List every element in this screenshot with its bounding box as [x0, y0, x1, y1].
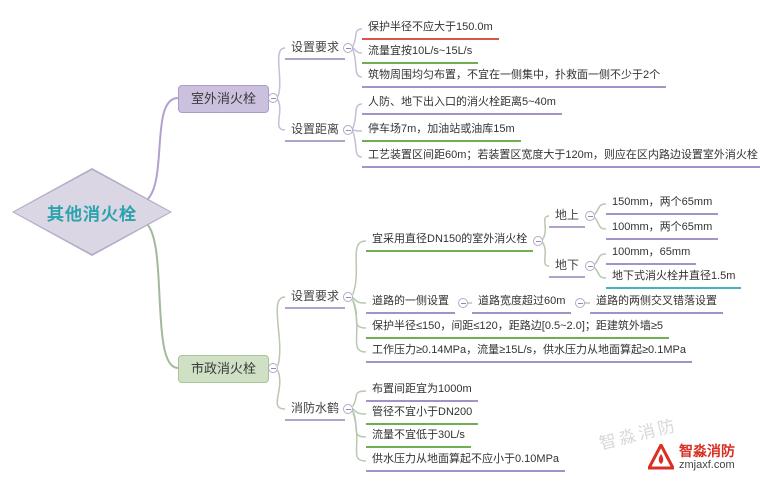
outdoor-dist-item[interactable]: 停车场7m，加油站或油库15m [362, 122, 521, 142]
above-ground-item[interactable]: 150mm，两个65mm [606, 195, 719, 215]
outdoor-req-item[interactable]: 流量宜按10L/s~15L/s [362, 44, 479, 64]
root-topic[interactable]: 其他消火栓 [12, 168, 172, 256]
brand-site: zmjaxf.com [679, 459, 735, 472]
below-ground-item[interactable]: 100mm，65mm [606, 245, 697, 265]
collapse-icon[interactable] [343, 125, 353, 135]
collapse-icon[interactable] [458, 298, 468, 308]
collapse-icon[interactable] [268, 93, 278, 103]
brand-watermark: 智淼消防 zmjaxf.com [648, 443, 735, 472]
brand-logo-icon [648, 444, 674, 470]
municipal-radius-node[interactable]: 保护半径≤150，间距≤120，距路边[0.5~2.0]；距建筑外墙≥5 [366, 319, 670, 339]
collapse-icon[interactable] [268, 363, 278, 373]
outdoor-dist-item[interactable]: 工艺装置区间距60m；若装置区宽度大于120m，则应在区内路边设置室外消火栓 [362, 148, 760, 168]
collapse-icon[interactable] [343, 43, 353, 53]
brand-name: 智淼消防 [679, 443, 735, 459]
outdoor-dist-item[interactable]: 人防、地下出入口的消火栓距离5~40m [362, 95, 562, 115]
root-topic-shape: 其他消火栓 [14, 170, 170, 254]
road-side-node[interactable]: 道路的一侧设置 [366, 294, 455, 314]
below-ground-label[interactable]: 地下 [549, 257, 586, 278]
collapse-icon[interactable] [575, 298, 585, 308]
root-topic-label: 其他消火栓 [47, 204, 137, 224]
branch-outdoor-hydrant[interactable]: 室外消火栓 [178, 85, 270, 113]
below-ground-item[interactable]: 地下式消火栓井直径1.5m [606, 269, 742, 289]
municipal-dn150[interactable]: 宜采用直径DN150的室外消火栓 [366, 232, 534, 252]
road-both-node[interactable]: 道路的两侧交叉错落设置 [590, 294, 723, 314]
outdoor-req-item[interactable]: 筑物周围均匀布置，不宜在一侧集中，扑救面一侧不少于2个 [362, 68, 667, 88]
municipal-req-label[interactable]: 设置要求 [285, 288, 346, 309]
water-crane-label[interactable]: 消防水鹤 [285, 400, 346, 421]
water-crane-item[interactable]: 供水压力从地面算起不应小于0.10MPa [366, 452, 566, 472]
above-ground-label[interactable]: 地上 [549, 207, 586, 228]
water-crane-item[interactable]: 流量不宜低于30L/s [366, 428, 471, 448]
outdoor-req-item[interactable]: 保护半径不应大于150.0m [362, 20, 499, 40]
branch-municipal-hydrant[interactable]: 市政消火栓 [178, 355, 270, 383]
road-width-node[interactable]: 道路宽度超过60m [472, 294, 572, 314]
collapse-icon[interactable] [585, 211, 595, 221]
municipal-pressure-node[interactable]: 工作压力≥0.14MPa，流量≥15L/s，供水压力从地面算起≥0.1MPa [366, 343, 692, 363]
water-crane-item[interactable]: 布置间距宜为1000m [366, 382, 478, 402]
outdoor-dist-label[interactable]: 设置距离 [285, 121, 346, 142]
collapse-icon[interactable] [343, 404, 353, 414]
outdoor-req-label[interactable]: 设置要求 [285, 39, 346, 60]
water-crane-item[interactable]: 管径不宜小于DN200 [366, 405, 479, 425]
collapse-icon[interactable] [533, 236, 543, 246]
collapse-icon[interactable] [343, 292, 353, 302]
collapse-icon[interactable] [585, 261, 595, 271]
above-ground-item[interactable]: 100mm，两个65mm [606, 220, 719, 240]
